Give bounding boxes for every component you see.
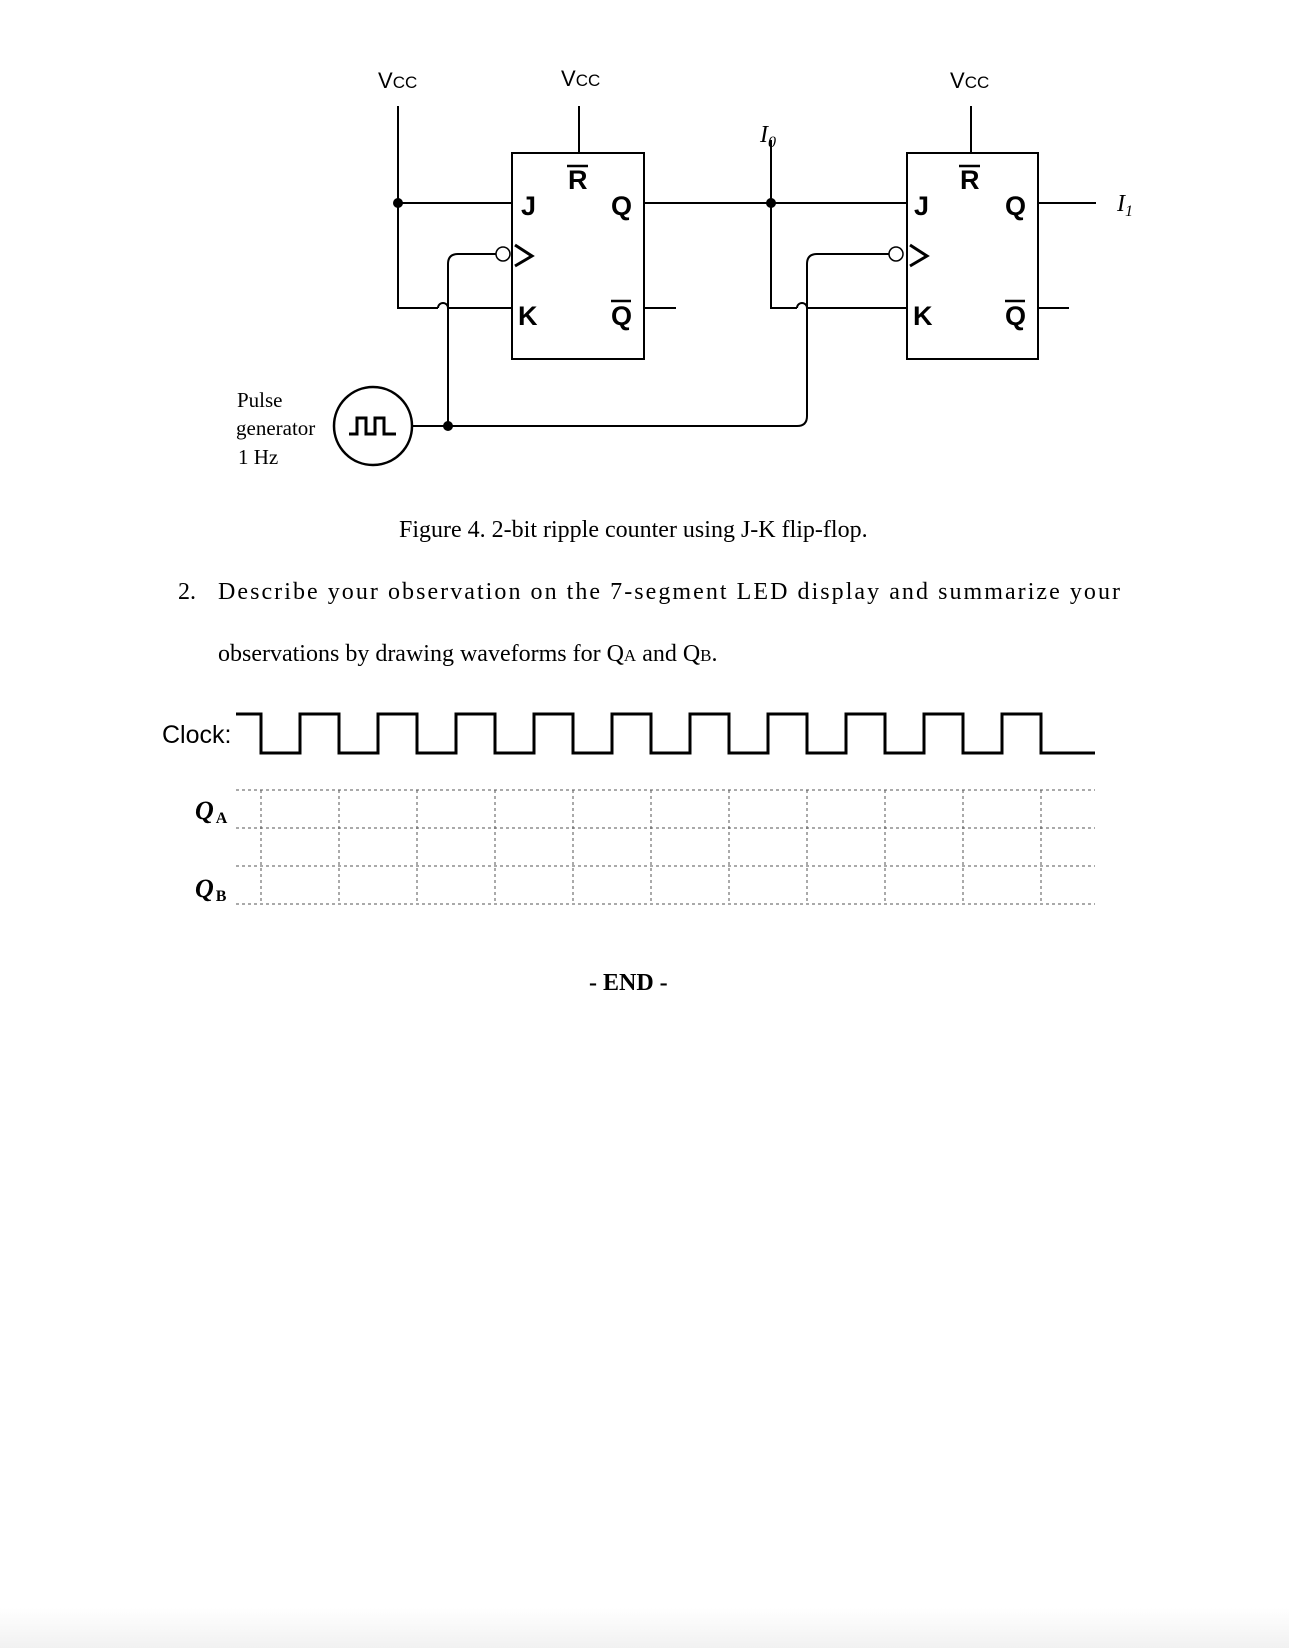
end-marker: - END - xyxy=(589,970,668,996)
junction-dot xyxy=(393,198,403,208)
waveform-answer-grid xyxy=(236,789,1095,905)
output-label-i1: I1 xyxy=(1116,191,1133,220)
output-label-i0: I0 xyxy=(759,122,776,151)
pulse-label-line3: 1 Hz xyxy=(238,445,278,469)
clock-label: Clock: xyxy=(162,721,231,749)
pulse-label-line2: generator xyxy=(236,416,315,440)
ff1-j-pin: J xyxy=(521,191,536,221)
ff2-reset-pin: R xyxy=(960,165,980,195)
junction-dot xyxy=(766,198,776,208)
ff2-j-pin: J xyxy=(914,191,929,221)
ff2-qbar-pin: Q xyxy=(1005,301,1026,331)
circuit-wires xyxy=(393,106,1096,431)
square-wave-icon xyxy=(349,416,396,436)
ff1-q-pin: Q xyxy=(611,191,632,221)
ff1-clock-bubble xyxy=(495,246,511,262)
vcc-label-3: VCC xyxy=(950,68,989,93)
ff2-k-pin: K xyxy=(913,301,933,331)
vcc-label-2: VCC xyxy=(561,66,600,91)
pulse-label-line1: Pulse xyxy=(237,388,283,412)
ff1-k-pin: K xyxy=(518,301,538,331)
ff1-reset-pin: R xyxy=(568,165,588,195)
question-line-2: observations by drawing waveforms for QA… xyxy=(218,641,718,667)
junction-dot xyxy=(443,421,453,431)
question-2: 2. Describe your observation on the 7-se… xyxy=(178,579,1120,667)
ff1-clock-triangle xyxy=(514,243,535,268)
ff2-clock-bubble xyxy=(888,246,904,262)
figure-caption: Figure 4. 2-bit ripple counter using J-K… xyxy=(399,517,868,543)
page-bottom-shadow xyxy=(0,1608,1289,1648)
ff2-clock-triangle xyxy=(909,243,930,268)
ff1-qbar-pin: Q xyxy=(611,301,632,331)
clock-waveform xyxy=(236,712,1095,755)
pulse-generator-symbol xyxy=(332,385,414,467)
flip-flop-2-body xyxy=(906,152,1039,360)
ff2-q-pin: Q xyxy=(1005,191,1026,221)
question-number: 2. xyxy=(178,579,196,605)
pulse-generator: Pulse generator 1 Hz xyxy=(236,385,420,469)
vcc-label-1: VCC xyxy=(378,68,417,93)
ripple-counter-circuit: VCC VCC VCC J K Q Q R J K Q Q R xyxy=(236,66,1133,469)
question-line-1: Describe your observation on the 7-segme… xyxy=(218,579,1120,605)
